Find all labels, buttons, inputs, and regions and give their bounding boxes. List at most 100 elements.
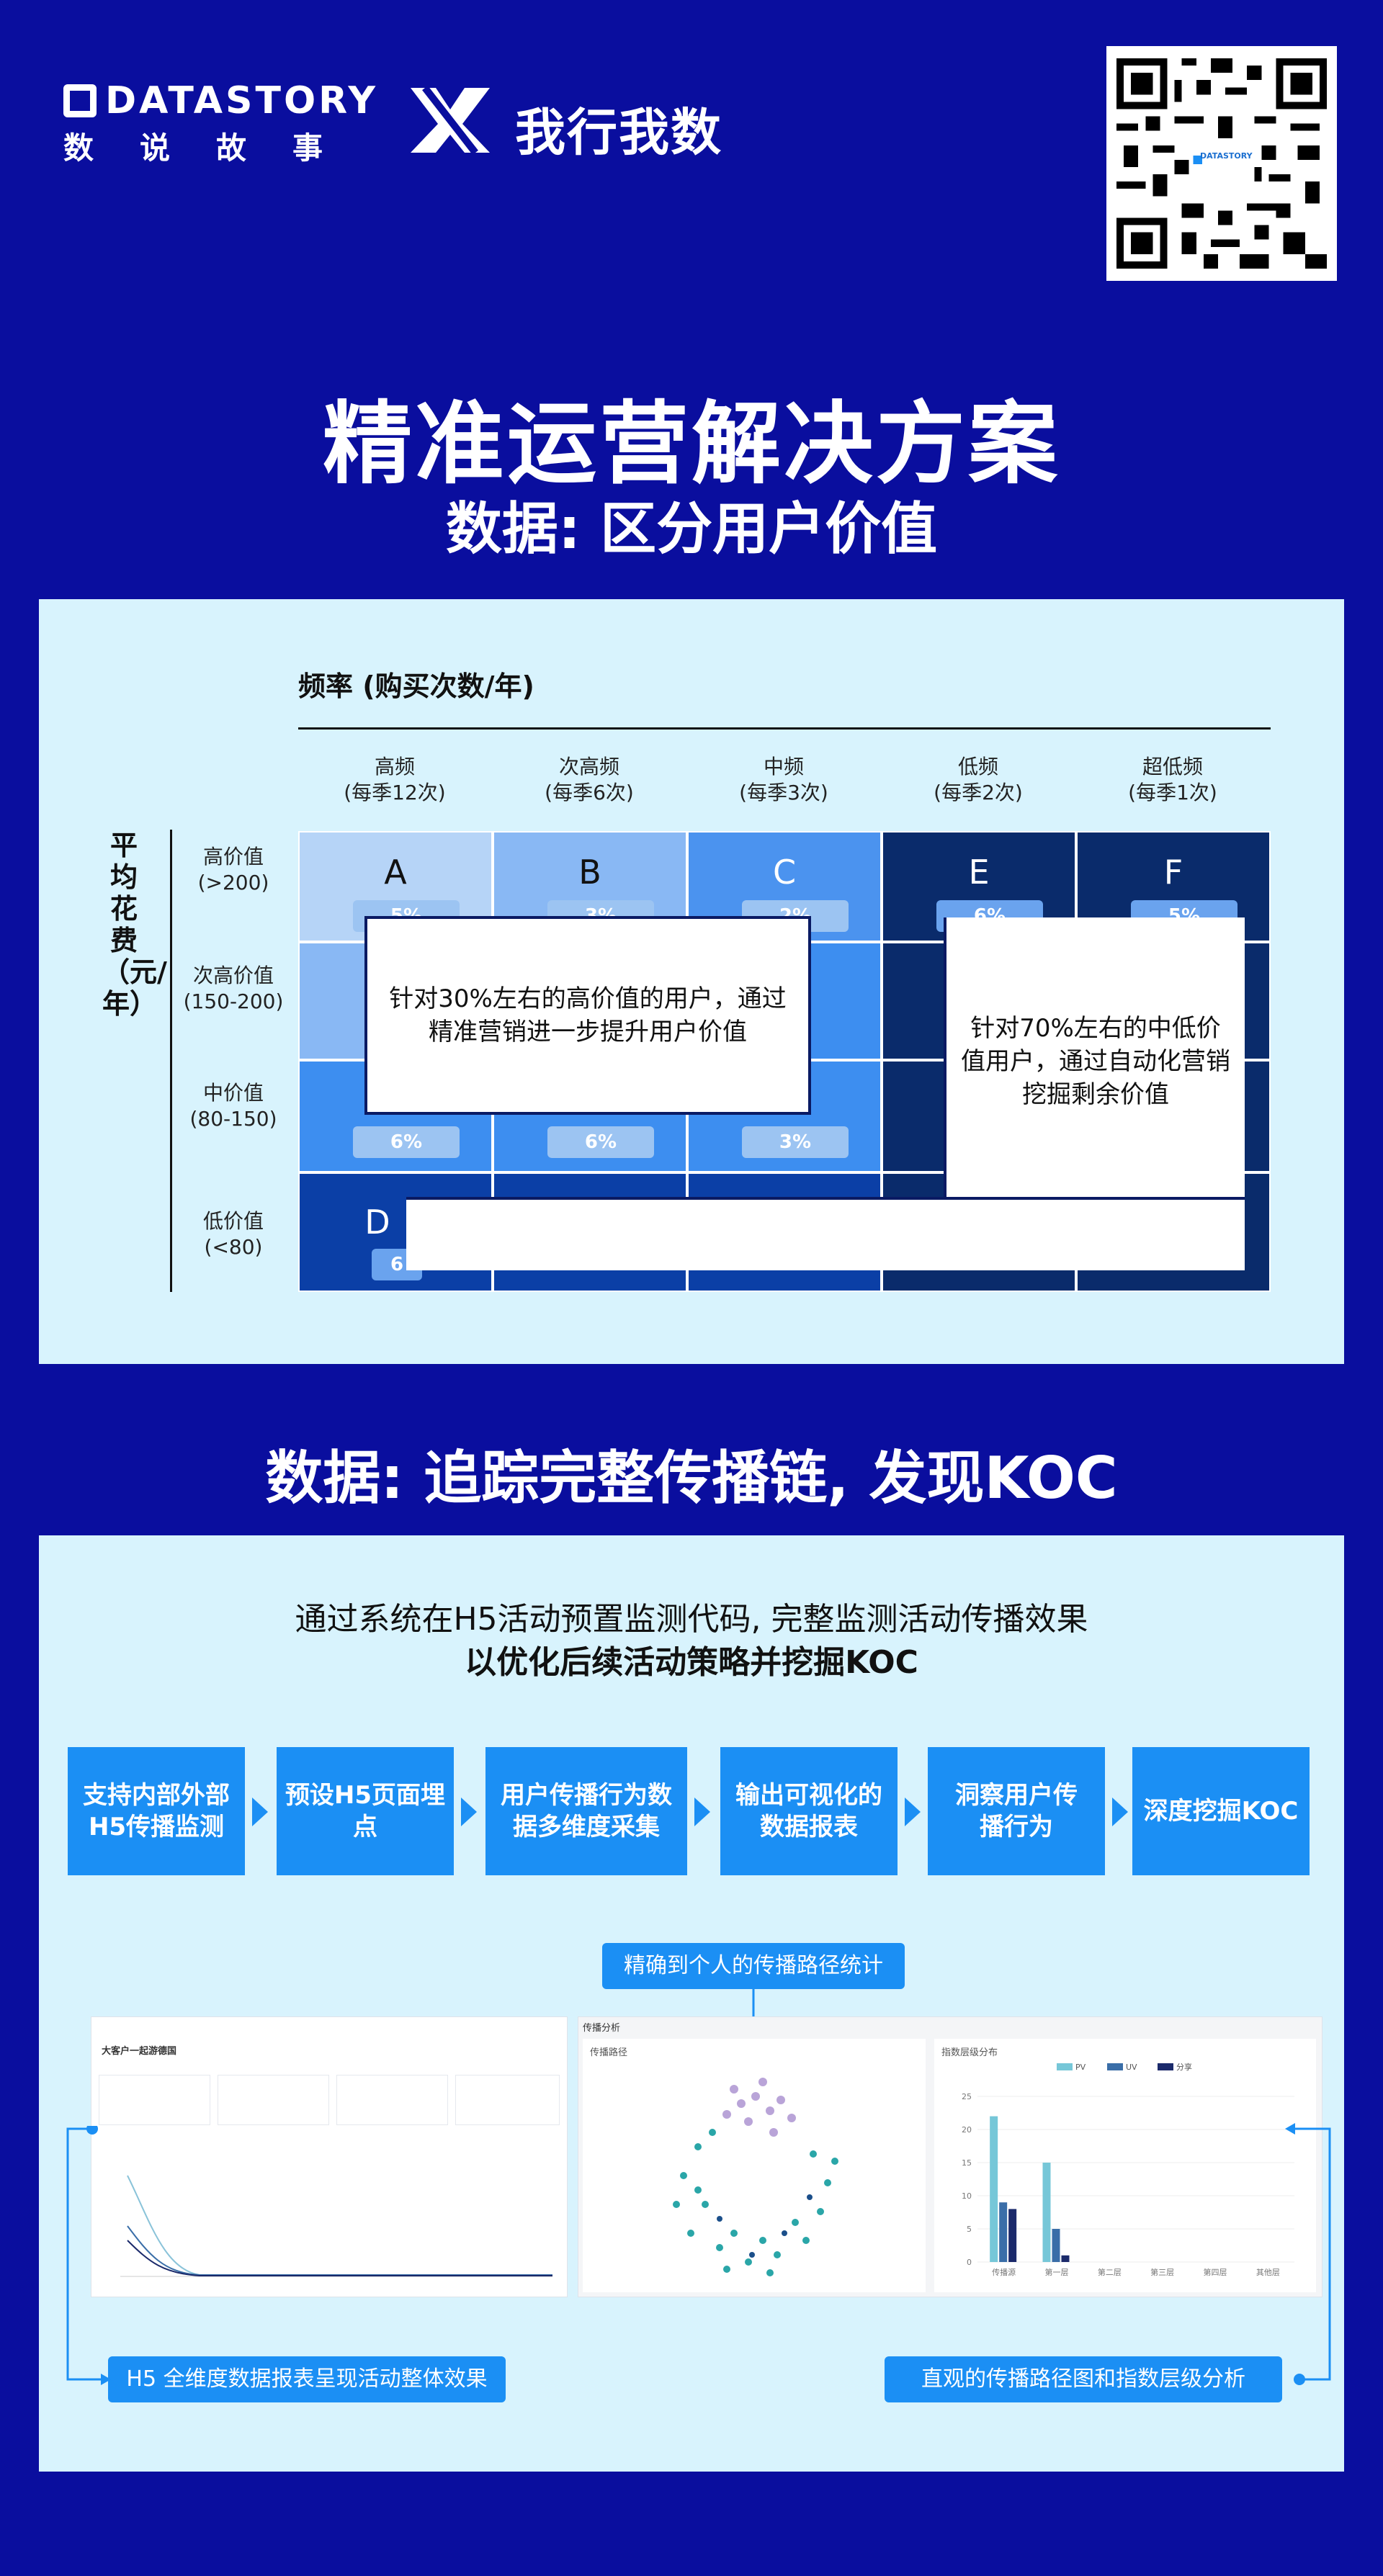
path-stat-label: 精确到个人的传播路径统计	[602, 1943, 905, 1989]
logo-cn-text: 数说故事	[63, 130, 370, 166]
row-header-label: 中价值	[202, 1081, 264, 1105]
section-title-value: 数据: 区分用户价值	[445, 497, 938, 562]
x-tick-label: 第一层	[1045, 2267, 1069, 2277]
segment-letter: A	[384, 853, 407, 892]
frequency-axis-title: 频率 (购买次数/年)	[298, 670, 534, 702]
segment-letter: E	[968, 853, 990, 892]
koc-description-bold: 以优化后续活动策略并挖掘KOC	[465, 1644, 918, 1681]
column-header-sub: (每季6次)	[545, 781, 634, 804]
column-header: 超低频(每季1次)	[1076, 754, 1269, 806]
process-step: 预设H5页面埋点	[277, 1747, 454, 1875]
column-header-label: 高频	[374, 755, 415, 778]
column-header-sub: (每季2次)	[934, 781, 1023, 804]
spend-axis-line	[170, 830, 172, 1292]
datastory-logo: DATASTORY	[63, 79, 378, 122]
x-tick-label: 第四层	[1204, 2267, 1227, 2277]
propagation-graph-title: 传播路径	[590, 2047, 628, 2058]
column-header-label: 低频	[957, 755, 998, 778]
column-header-sub: (每季1次)	[1128, 781, 1217, 804]
column-header: 次高频 (每季6次)	[493, 754, 686, 806]
legend-swatch	[1158, 2063, 1173, 2070]
process-step: 用户传播行为数据多维度采集	[485, 1747, 687, 1875]
koc-description: 通过系统在H5活动预置监测代码, 完整监测活动传播效果	[295, 1601, 1088, 1638]
y-tick-label: 0	[967, 2258, 972, 2267]
process-step: 深度挖掘KOC	[1132, 1747, 1310, 1875]
segment-letter: D	[364, 1203, 390, 1242]
qr-code-icon	[1116, 58, 1327, 269]
y-tick-label: 20	[962, 2125, 972, 2135]
column-header-label: 中频	[763, 755, 804, 778]
propagation-title: 传播分析	[583, 2023, 621, 2034]
high-value-callout: 针对30%左右的高价值的用户，通过精准营销进一步提升用户价值	[364, 916, 811, 1115]
qr-label: DATASTORY	[1200, 151, 1253, 161]
row-header-sub: (>200)	[197, 871, 269, 894]
step-arrow-icon	[461, 1798, 477, 1826]
column-header-sub: (每季3次)	[739, 781, 828, 804]
section-title-koc: 数据: 追踪完整传播链, 发现KOC	[265, 1445, 1118, 1512]
bar-mark	[990, 2116, 998, 2262]
report-title: 大客户一起游德国	[102, 2046, 177, 2057]
process-step: 支持内部外部H5传播监测	[68, 1747, 245, 1875]
trend-line-chart	[120, 2175, 552, 2277]
low-value-callout: 针对70%左右的中低价值用户，通过自动化营销挖掘剩余价值	[944, 917, 1245, 1206]
qr-code[interactable]: DATASTORY	[1106, 46, 1337, 281]
right-connector-icon	[1285, 2123, 1331, 2385]
legend-label: PV	[1075, 2063, 1086, 2072]
step-arrow-icon	[1112, 1798, 1128, 1826]
segment-percent: 6%	[353, 1126, 460, 1158]
row-header-sub: (<80)	[204, 1235, 263, 1259]
spend-axis-title: 平均花费（元/年）	[102, 830, 167, 1020]
kpi-card	[455, 2075, 560, 2125]
column-header-sub: (每季12次)	[344, 781, 446, 804]
report-kpi-row	[99, 2075, 560, 2125]
kpi-card	[336, 2075, 448, 2125]
x-tick-label: 第二层	[1098, 2267, 1122, 2277]
legend-label: 分享	[1176, 2062, 1192, 2072]
koc-panel: 通过系统在H5活动预置监测代码, 完整监测活动传播效果 以优化后续活动策略并挖掘…	[39, 1535, 1344, 2472]
row-header: 中价值(80-150)	[176, 1080, 291, 1132]
row-header-label: 次高价值	[192, 964, 274, 987]
y-tick-label: 10	[962, 2191, 972, 2201]
segment-percent: 6%	[547, 1126, 654, 1158]
row-header-sub: (80-150)	[189, 1107, 277, 1131]
y-tick-label: 5	[967, 2225, 972, 2234]
column-header: 高频 (每季12次)	[298, 754, 491, 806]
kpi-card	[218, 2075, 329, 2125]
column-header-label: 次高频	[558, 755, 619, 778]
legend-swatch	[1107, 2063, 1123, 2070]
segment-letter: C	[772, 853, 797, 892]
brand2-text: 我行我数	[515, 103, 722, 162]
bar-mark	[999, 2202, 1008, 2262]
bar-mark	[1052, 2229, 1060, 2262]
y-tick-label: 25	[962, 2092, 972, 2101]
propagation-network-graph	[673, 2078, 838, 2276]
bar-mark	[1042, 2163, 1051, 2262]
left-connector-icon	[66, 2126, 111, 2385]
bar-mark	[1008, 2209, 1017, 2262]
kpi-card	[99, 2075, 210, 2125]
report-screenshot: 大客户一起游德国	[91, 2016, 568, 2297]
bar-mark	[1061, 2255, 1070, 2262]
page-title: 精准运营解决方案	[322, 392, 1060, 496]
y-tick-label: 15	[962, 2158, 972, 2168]
graph-label: 直观的传播路径图和指数层级分析	[885, 2356, 1282, 2402]
row-header: 低价值(<80)	[176, 1208, 291, 1260]
segment-letter: B	[578, 853, 601, 892]
x-tick-label: 传播源	[992, 2267, 1016, 2277]
callout-connector-box	[406, 1197, 1245, 1270]
process-step: 输出可视化的数据报表	[720, 1747, 898, 1875]
row-header: 次高价值(150-200)	[176, 963, 291, 1015]
segment-letter: F	[1163, 853, 1183, 892]
column-header: 中频 (每季3次)	[687, 754, 880, 806]
step-arrow-icon	[694, 1798, 710, 1826]
level-bar-title: 指数层级分布	[941, 2047, 998, 2058]
row-header-label: 低价值	[202, 1209, 264, 1233]
row-header: 高价值(>200)	[176, 844, 291, 896]
propagation-graph-card: 传播路径	[583, 2039, 926, 2292]
segment-percent: 3%	[742, 1126, 849, 1158]
woxingwoshu-logo-mark	[411, 85, 490, 156]
step-arrow-icon	[905, 1798, 921, 1826]
frequency-axis-line	[298, 727, 1271, 730]
